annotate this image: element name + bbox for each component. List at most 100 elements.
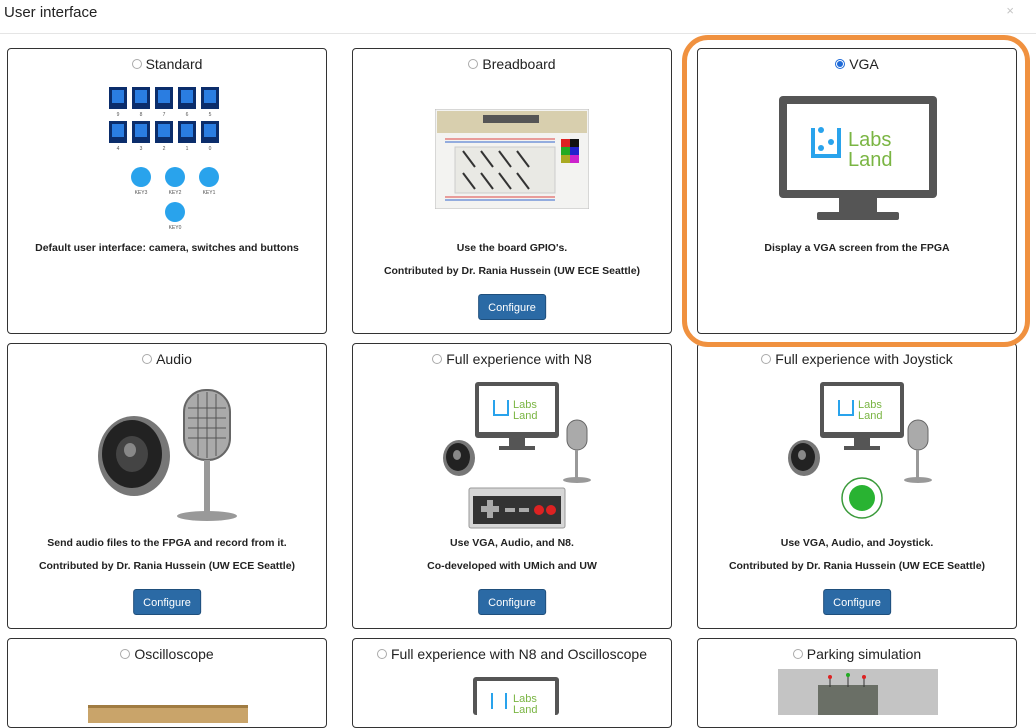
speaker-icon [788,440,820,476]
radio-parking-simulation[interactable] [792,649,803,660]
logo-text-land: Land [513,704,537,715]
standard-illustration: 9 8 7 6 5 4 3 2 1 0 KEY3 KEY2 KEY1 KEY0 [109,87,219,231]
configure-button[interactable]: Configure [478,589,546,615]
configure-button[interactable]: Configure [478,294,546,320]
logo-text-labs: Labs [513,693,537,705]
card-breadboard-header: Breadboard [353,56,671,72]
radio-full-n8[interactable] [432,354,443,365]
monitor-icon: Labs Land [475,382,559,450]
card-full-n8[interactable]: Full experience with N8 Labs Land [352,343,672,629]
breadboard-illustration [435,109,589,209]
switch-label: 6 [186,112,189,118]
card-full-n8-header: Full experience with N8 [353,351,671,367]
logo-text-labs: Labs [513,399,537,411]
switch-label: 3 [140,146,143,152]
key-label: KEY3 [135,190,148,196]
logo-text-labs: Labs [848,129,891,151]
card-breadboard[interactable]: Breadboard Use the board GPIO's. Contrib… [352,48,672,334]
card-standard-header: Standard [8,56,326,72]
card-title: Parking simulation [806,646,922,662]
card-title: Audio [156,351,192,367]
key-button [199,167,219,187]
modal-title: User interface [4,4,98,21]
card-description: Use VGA, Audio, and N8. [450,537,574,549]
switch-label: 9 [117,112,120,118]
joystick-illustration: Labs Land [788,382,932,519]
switch-label: 8 [140,112,143,118]
card-title: VGA [849,56,879,72]
modal-header: User interface × [0,0,1036,34]
card-description: Default user interface: camera, switches… [35,242,299,254]
logo-text-land: Land [848,149,893,171]
switch-row-top [109,87,219,109]
speaker-icon [98,416,170,496]
card-oscilloscope-header: Oscilloscope [8,646,326,662]
gamepad-icon [468,487,566,529]
card-standard[interactable]: Standard 9 8 7 6 5 4 3 2 1 0 [7,48,327,334]
audio-illustration [98,389,237,521]
card-contributor: Co-developed with UMich and UW [427,560,597,572]
card-audio[interactable]: Audio Send audio files to the FPGA and r… [7,343,327,629]
card-title: Full experience with N8 and Oscilloscope [390,646,647,662]
card-full-joystick[interactable]: Full experience with Joystick Labs Land … [697,343,1017,629]
monitor-illustration: Labs Land [779,96,937,220]
radio-full-n8-oscilloscope[interactable] [376,649,387,660]
configure-button[interactable]: Configure [133,589,201,615]
labsland-logo-icon [811,127,841,158]
card-full-joystick-header: Full experience with Joystick [698,351,1016,367]
card-description: Send audio files to the FPGA and record … [47,537,287,549]
configure-button[interactable]: Configure [823,589,891,615]
card-audio-header: Audio [8,351,326,367]
microphone-icon [904,419,932,483]
radio-standard[interactable] [131,59,142,70]
switch-label: 7 [163,112,166,118]
card-oscilloscope[interactable]: Oscilloscope [7,638,327,728]
radio-audio[interactable] [142,354,153,365]
switch-label: 5 [209,112,212,118]
card-contributor: Contributed by Dr. Rania Hussein (UW ECE… [383,265,641,277]
key-button [165,202,185,222]
logo-text-land: Land [513,410,537,422]
logo-text-land: Land [858,410,882,422]
card-title: Breadboard [482,56,556,72]
monitor-partial-illustration: Labs Land [473,677,559,715]
card-description: Use VGA, Audio, and Joystick. [780,537,934,549]
card-description: Display a VGA screen from the FPGA [764,242,950,254]
parking-illustration [778,669,938,715]
card-parking-simulation-header: Parking simulation [698,646,1016,662]
card-vga-header: VGA [698,56,1016,72]
switch-label: 0 [209,146,212,152]
radio-full-joystick[interactable] [761,354,772,365]
card-full-n8-oscilloscope[interactable]: Full experience with N8 and Oscilloscope… [352,638,672,728]
card-contributor: Contributed by Dr. Rania Hussein (UW ECE… [728,560,986,572]
key-label: KEY1 [203,190,216,196]
radio-breadboard[interactable] [468,59,479,70]
microphone-icon [177,389,237,521]
card-contributor: Contributed by Dr. Rania Hussein (UW ECE… [38,560,296,572]
card-title: Standard [145,56,203,72]
card-full-n8-oscilloscope-header: Full experience with N8 and Oscilloscope [353,646,671,662]
microphone-icon [563,419,591,483]
card-title: Full experience with Joystick [775,351,953,367]
key-button [165,167,185,187]
n8-illustration: Labs Land [443,382,591,529]
radio-vga[interactable] [835,59,846,70]
radio-oscilloscope[interactable] [120,649,131,660]
card-title: Full experience with N8 [446,351,592,367]
oscilloscope-illustration [88,705,248,723]
speaker-icon [443,440,475,476]
key-label: KEY0 [169,225,182,231]
card-vga[interactable]: VGA Labs Land Display a VGA screen from … [697,48,1017,334]
close-icon[interactable]: × [1006,3,1014,18]
switch-row-bottom [109,121,219,143]
logo-text-labs: Labs [858,399,882,411]
vga-highlight-outline [682,35,1030,347]
key-button [131,167,151,187]
card-parking-simulation[interactable]: Parking simulation [697,638,1017,728]
joystick-button-icon [841,477,883,519]
switch-label: 4 [117,146,120,152]
key-label: KEY2 [169,190,182,196]
switch-label: 2 [163,146,166,152]
card-description: Use the board GPIO's. [456,242,568,254]
monitor-icon: Labs Land [820,382,904,450]
